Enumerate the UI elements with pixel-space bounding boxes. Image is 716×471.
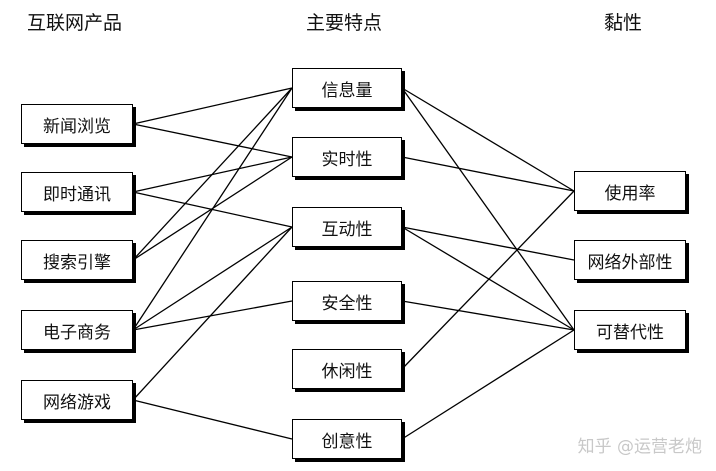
feature-node-creativity: 创意性 (292, 419, 402, 459)
stickiness-node-usage-rate: 使用率 (574, 171, 686, 211)
product-node-ecommerce: 电子商务 (21, 310, 133, 350)
features-column-title: 主要特点 (306, 12, 383, 34)
products-column-title: 互联网产品 (27, 12, 123, 34)
feature-node-interaction: 互动性 (292, 207, 402, 247)
product-node-search: 搜索引擎 (21, 240, 133, 280)
feature-stickiness-link (401, 87, 575, 192)
product-node-gaming: 网络游戏 (21, 380, 133, 420)
product-node-news: 新闻浏览 (21, 104, 133, 144)
product-feature-link (132, 300, 293, 331)
feature-stickiness-link (401, 226, 575, 331)
feature-stickiness-link (401, 156, 575, 192)
feature-node-realtime: 实时性 (292, 137, 402, 177)
stickiness-column-title: 黏性 (604, 12, 643, 34)
feature-stickiness-link (401, 226, 575, 261)
watermark: 知乎 @运营老炮 (577, 437, 702, 457)
product-feature-link (132, 226, 293, 331)
product-feature-link (132, 399, 293, 440)
product-feature-link (132, 123, 293, 158)
feature-node-information: 信息量 (292, 68, 402, 108)
feature-stickiness-link (401, 300, 575, 331)
product-feature-link (132, 87, 293, 261)
product-feature-link (132, 87, 293, 331)
feature-stickiness-link (401, 329, 575, 440)
product-feature-link (132, 87, 293, 125)
feature-node-leisure: 休闲性 (292, 349, 402, 389)
feature-stickiness-link (401, 190, 575, 370)
stickiness-node-substitutability: 可替代性 (574, 310, 686, 350)
stickiness-node-network-externality: 网络外部性 (574, 240, 686, 280)
feature-stickiness-link (401, 87, 575, 331)
feature-node-security: 安全性 (292, 281, 402, 321)
product-feature-link (132, 226, 293, 401)
product-node-messaging: 即时通讯 (21, 172, 133, 212)
